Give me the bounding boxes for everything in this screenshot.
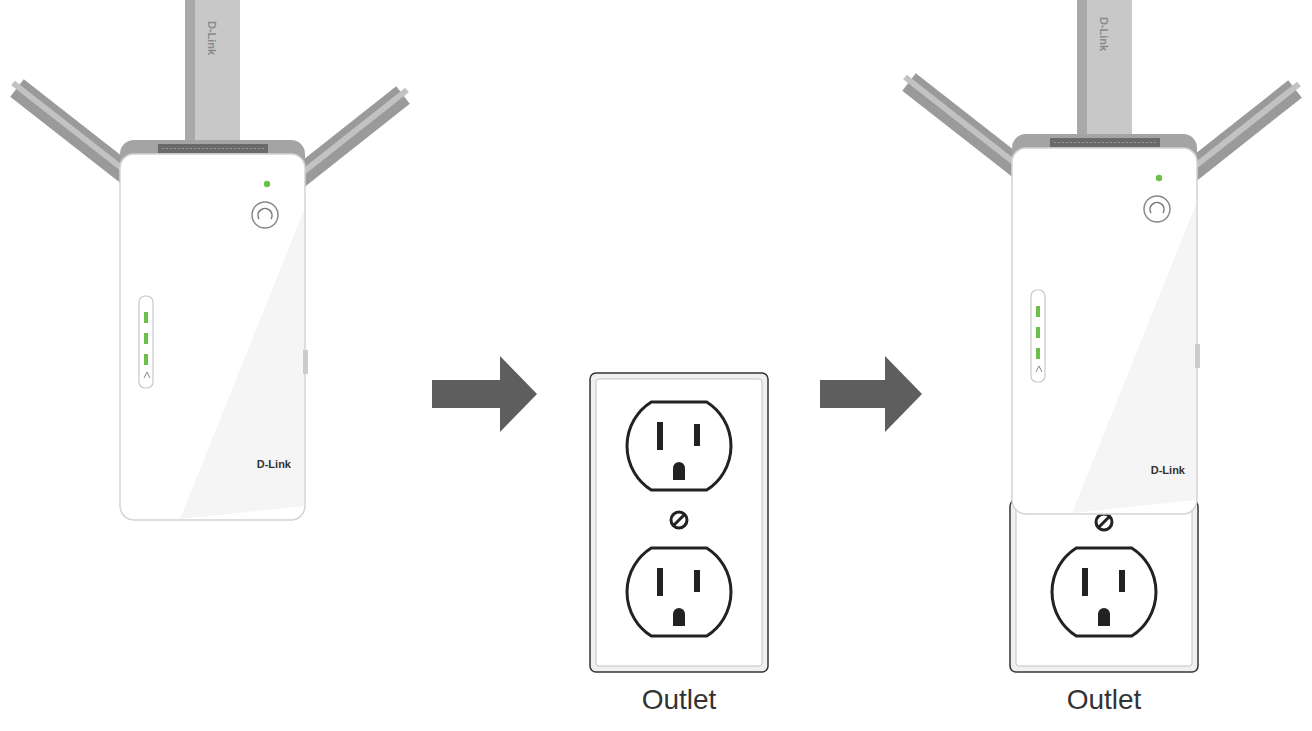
screw [671, 512, 687, 528]
brand-logo: D-Link [257, 458, 291, 470]
screw [1096, 514, 1112, 530]
brand-logo: D-Link [1125, 464, 1185, 476]
arrow-head [500, 356, 537, 432]
range-extender [13, 0, 407, 520]
wall-outlet [590, 373, 768, 672]
range-extender [905, 0, 1299, 514]
antenna-logo: D-Link [1098, 6, 1110, 62]
antenna-logo: D-Link [206, 10, 218, 66]
outlet-label: Outlet [1010, 684, 1198, 716]
wall-outlet [1010, 500, 1198, 672]
arrow-head [885, 356, 922, 432]
receptacle [627, 402, 731, 490]
outlet-label: Outlet [590, 684, 768, 716]
flow-arrow [305, 356, 590, 432]
outlet-box: Outlet [1010, 500, 1198, 672]
receptacle [1052, 548, 1156, 636]
arrow-shaft [305, 380, 590, 408]
outlet-box: Outlet [590, 373, 768, 672]
flow-arrow [768, 356, 1010, 432]
receptacle [627, 548, 731, 636]
extender-box: D-Link [120, 140, 305, 520]
